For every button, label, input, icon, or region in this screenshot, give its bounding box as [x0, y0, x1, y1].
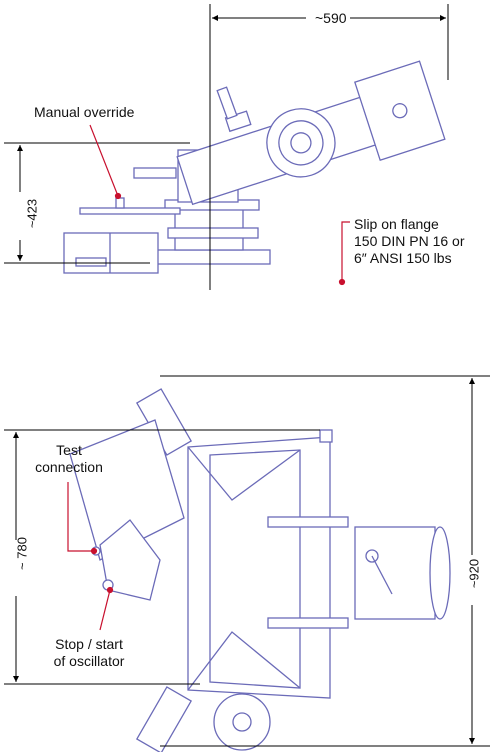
flange-dot: [338, 278, 346, 286]
dimension-width-label: ~590: [315, 10, 347, 26]
nozzle-lever: [371, 555, 393, 595]
stop-start-label: Stop / start of oscillator: [34, 636, 144, 670]
bottom-handwheel-hub: [232, 712, 252, 732]
dimension-920-label: ~920: [466, 558, 482, 589]
side-view-drawing: [63, 60, 446, 274]
flange-note: Slip on flange 150 DIN PN 16 or 6″ ANSI …: [354, 216, 465, 267]
dim780-arrow-top: [13, 432, 19, 438]
manual-override-dot: [114, 192, 122, 200]
monitor-barrel: [176, 60, 446, 206]
flange-note-line-2: 150 DIN PN 16 or: [354, 233, 465, 249]
manual-override-leader: [89, 124, 119, 197]
top-fitting: [319, 429, 333, 443]
lever-handle: [216, 86, 238, 120]
dimension-height-label: ~423: [24, 198, 40, 229]
pedestal-flange: [167, 227, 259, 239]
stop-start-line-1: Stop / start: [55, 636, 123, 652]
stop-start-dot: [106, 586, 114, 594]
test-connection-leader: [67, 482, 94, 552]
body-diagonal-bottom: [187, 631, 301, 691]
test-connection-line-2: connection: [35, 459, 103, 475]
flange-note-line-1: Slip on flange: [354, 216, 439, 232]
arm-bottom: [135, 686, 193, 752]
top-cap: [133, 167, 177, 179]
nozzle: [354, 526, 436, 620]
lug-bottom: [267, 617, 349, 629]
dimension-780-label: ~ 780: [14, 537, 30, 570]
handwheel-disc: [79, 207, 181, 215]
test-connection-dot: [90, 547, 98, 555]
inner-body: [209, 449, 301, 689]
nozzle-mouth: [429, 526, 451, 620]
width-arrow-right: [440, 15, 446, 21]
stop-start-leader: [99, 589, 111, 631]
controller-box: [69, 419, 185, 561]
test-connection-label: Test connection: [24, 442, 114, 476]
body-diagonal-top: [187, 446, 301, 501]
width-arrow-left: [212, 15, 218, 21]
motor-connector: [75, 257, 107, 267]
handwheel-knob: [115, 197, 125, 209]
dim780-arrow-bottom: [13, 676, 19, 682]
stop-start-line-2: of oscillator: [53, 653, 125, 669]
manual-override-label: Manual override: [34, 104, 135, 120]
leader-lines: [67, 124, 350, 631]
dim920-arrow-top: [469, 378, 475, 384]
height-arrow-top: [17, 145, 23, 151]
motor-box: [63, 232, 159, 274]
height-arrow-bottom: [17, 255, 23, 261]
flange-leader: [341, 221, 350, 282]
dim920-arrow-bottom: [469, 738, 475, 744]
flange-note-line-3: 6″ ANSI 150 lbs: [354, 250, 452, 266]
dimension-lines: [4, 4, 490, 747]
top-view-drawing: [69, 388, 451, 752]
lug-top: [267, 516, 349, 528]
test-connection-line-1: Test: [56, 442, 82, 458]
